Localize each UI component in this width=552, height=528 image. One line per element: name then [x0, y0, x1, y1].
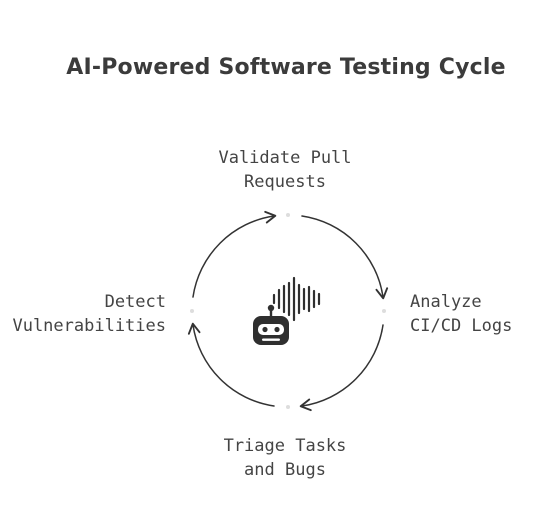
- node-dot-bottom: [286, 405, 290, 409]
- sound-wave-icon: [272, 276, 321, 322]
- step-label-validate-pull-requests: Validate Pull Requests: [185, 146, 385, 194]
- robot-icon: [253, 304, 289, 345]
- step-label-line: and Bugs: [244, 460, 326, 480]
- step-label-triage-tasks-and-bugs: Triage Tasks and Bugs: [185, 434, 385, 482]
- step-label-line: Analyze: [410, 292, 482, 312]
- node-dot-left: [190, 309, 194, 313]
- diagram-title: AI-Powered Software Testing Cycle: [66, 55, 506, 80]
- arc-top-to-right: [301, 215, 389, 300]
- arc-bottom-to-left: [187, 322, 275, 407]
- arc-left-to-top: [192, 210, 277, 298]
- step-label-line: Vulnerabilities: [12, 316, 166, 336]
- step-label-line: Requests: [244, 172, 326, 192]
- arc-right-to-bottom: [299, 324, 384, 412]
- node-dot-top: [286, 213, 290, 217]
- step-label-analyze-ci-cd-logs: Analyze CI/CD Logs: [410, 290, 540, 338]
- step-label-detect-vulnerabilities: Detect Vulnerabilities: [10, 290, 166, 338]
- step-label-line: Detect: [104, 292, 166, 312]
- robot-with-sound-wave-icon: [253, 276, 321, 345]
- node-dot-right: [382, 309, 386, 313]
- step-label-line: Triage Tasks: [223, 436, 347, 456]
- step-label-line: CI/CD Logs: [410, 316, 513, 336]
- step-label-line: Validate Pull: [218, 148, 352, 168]
